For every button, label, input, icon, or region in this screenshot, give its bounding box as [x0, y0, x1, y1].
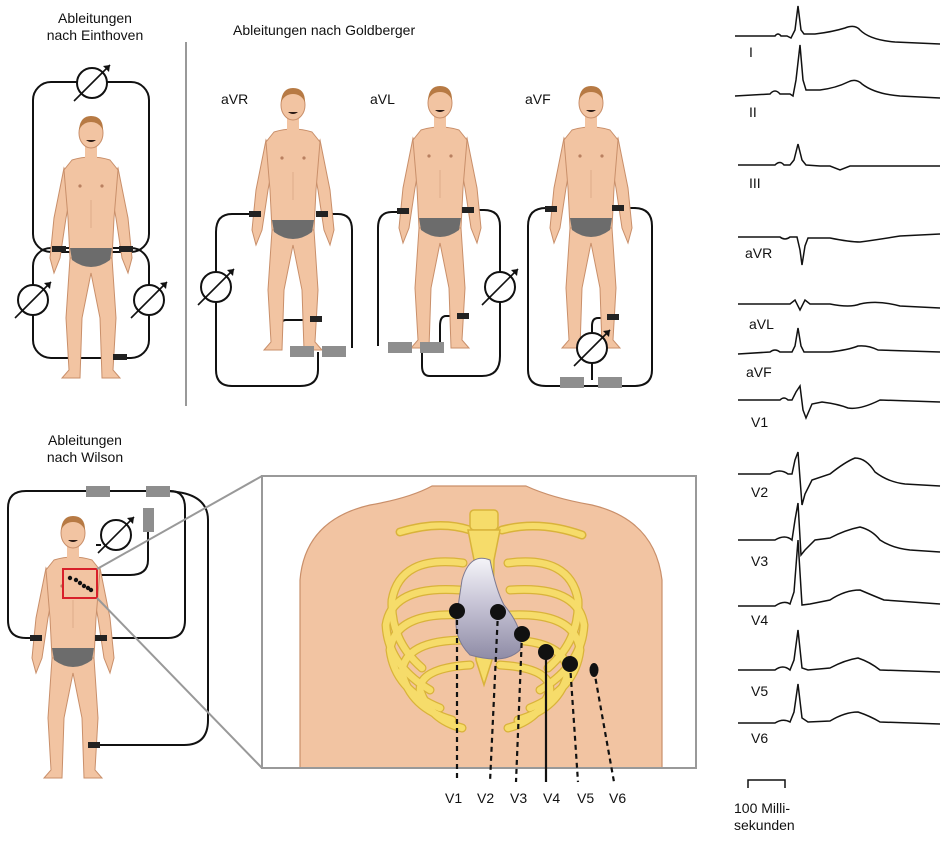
electrode-band: [316, 211, 328, 217]
electrode-band: [462, 207, 474, 213]
ecg-trace-iii: [738, 144, 940, 170]
scale-bar: [748, 780, 785, 788]
electrode-band: [397, 208, 409, 214]
goldberger-avr-figure: [198, 88, 352, 386]
ecg-trace-v5: [738, 630, 940, 672]
ecg-trace-i: [735, 6, 940, 44]
electrode-band: [52, 246, 66, 252]
goldberger-avf-figure: [528, 86, 652, 388]
voltmeter-icon: [98, 517, 134, 553]
electrode-band: [457, 313, 469, 319]
electrode-pad: [598, 377, 622, 388]
ecg-trace-avf: [738, 328, 940, 354]
electrode-band: [249, 211, 261, 217]
voltmeter-icon: [131, 282, 167, 318]
electrode-v6: [590, 663, 599, 677]
electrode-band: [95, 635, 107, 641]
electrode-v3: [514, 626, 530, 642]
voltmeter-icon: [74, 65, 110, 101]
electrode-pad: [560, 377, 584, 388]
goldberger-avl-figure: [378, 86, 518, 376]
electrode-band: [30, 635, 42, 641]
wilson-figure: [8, 486, 208, 778]
ecg-trace-v3: [738, 503, 940, 555]
electrode-band: [88, 742, 100, 748]
electrode-v4: [538, 644, 554, 660]
ecg-trace-ii: [735, 45, 940, 98]
electrode-pad: [290, 346, 314, 357]
electrode-pad: [143, 508, 154, 532]
voltmeter-icon: [482, 269, 518, 305]
ecg-trace-v2: [738, 452, 940, 505]
ecg-trace-avl: [738, 300, 940, 310]
ecg-traces: [735, 6, 940, 724]
voltmeter-icon: [198, 269, 234, 305]
electrode-band: [119, 246, 133, 252]
electrode-band: [607, 314, 619, 320]
electrode-band: [113, 354, 127, 360]
einthoven-figure: [15, 65, 167, 378]
electrode-pad: [322, 346, 346, 357]
electrode-band: [612, 205, 624, 211]
electrode-pad: [420, 342, 444, 353]
electrode-pad: [86, 486, 110, 497]
electrode-v5: [562, 656, 578, 672]
voltmeter-icon: [15, 282, 51, 318]
chest-closeup: [262, 476, 696, 782]
electrode-band: [310, 316, 322, 322]
zoom-line: [97, 598, 262, 768]
electrode-v2: [490, 604, 506, 620]
electrode-pad: [388, 342, 412, 353]
ecg-trace-avr: [738, 234, 940, 265]
electrode-v1: [449, 603, 465, 619]
electrode-pad: [146, 486, 170, 497]
electrode-band: [545, 206, 557, 212]
ecg-trace-v1: [738, 386, 940, 418]
ecg-trace-v6: [738, 684, 940, 724]
